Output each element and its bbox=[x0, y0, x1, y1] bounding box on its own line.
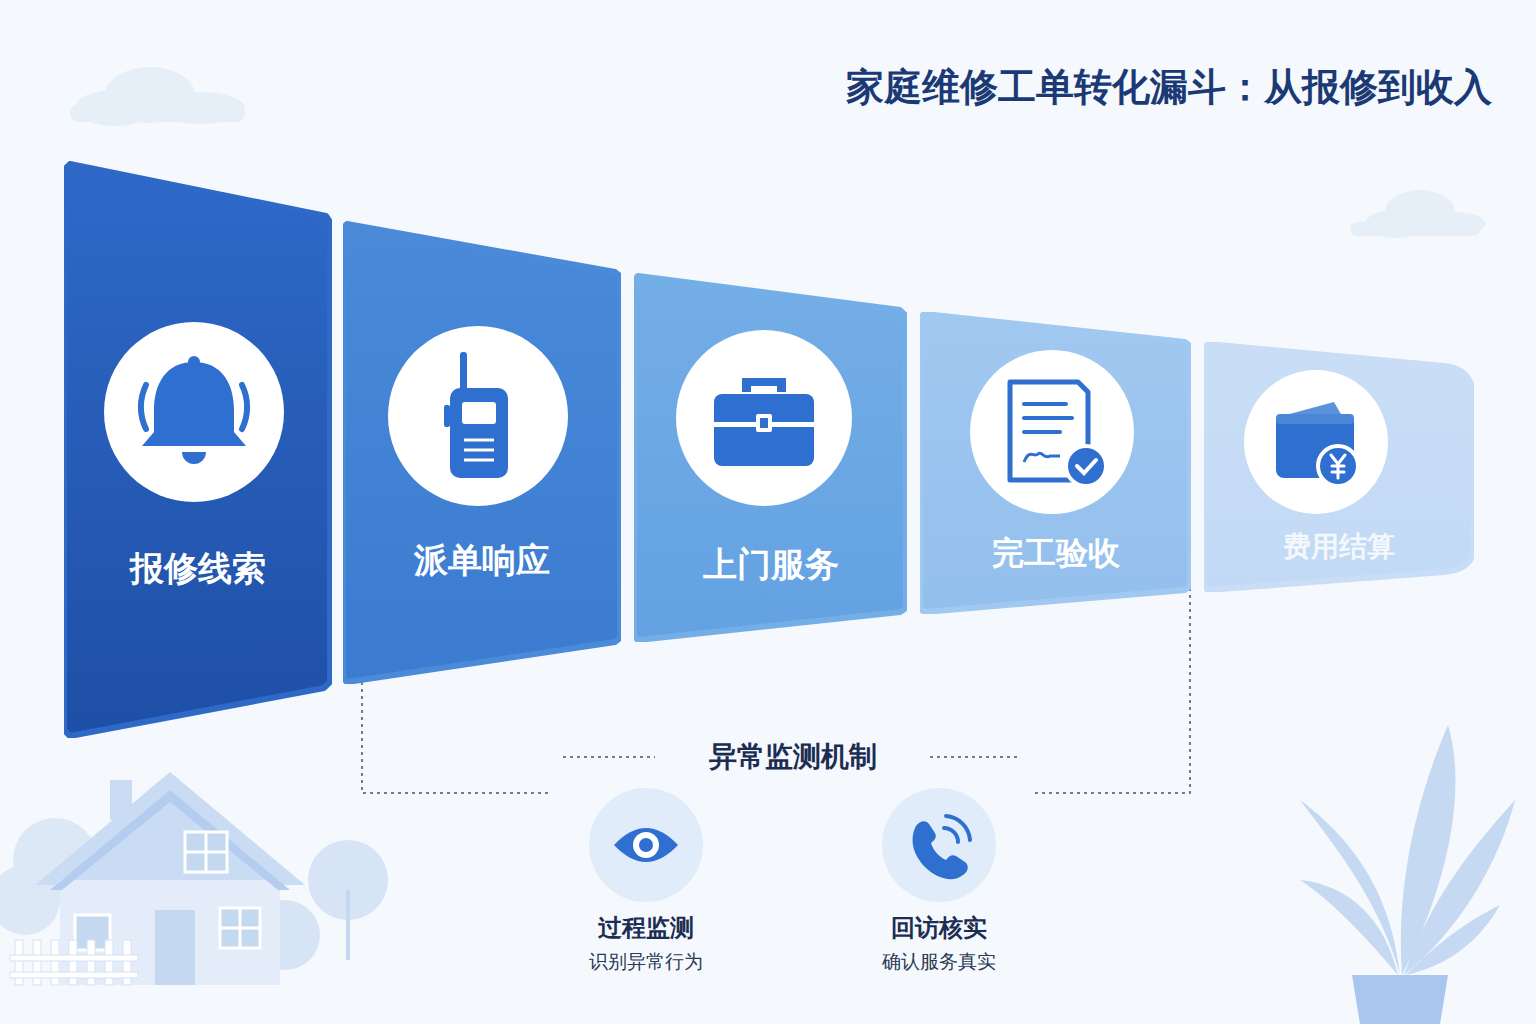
toolbox-icon bbox=[714, 378, 814, 466]
mechanism-label: 异常监测机制 bbox=[699, 740, 887, 773]
monitor-item: 回访核实确认服务真实 bbox=[859, 786, 1019, 976]
cloud bbox=[70, 67, 245, 126]
stage-label: 费用结算 bbox=[1204, 530, 1474, 564]
walkie-talkie-icon bbox=[444, 352, 508, 478]
stage-label: 完工验收 bbox=[920, 534, 1191, 572]
phone-icon bbox=[913, 816, 970, 879]
stage-label: 派单响应 bbox=[343, 540, 621, 581]
stage-label: 报修线索 bbox=[64, 548, 332, 589]
diagram-title: 家庭维修工单转化漏斗：从报修到收入 bbox=[846, 62, 1492, 113]
bell-icon bbox=[141, 356, 247, 464]
monitor-item: 过程监测识别异常行为 bbox=[566, 786, 726, 976]
item-note: 确认服务真实 bbox=[859, 950, 1019, 973]
cloud bbox=[1350, 190, 1485, 238]
item-heading: 回访核实 bbox=[859, 914, 1019, 943]
item-heading: 过程监测 bbox=[566, 914, 726, 943]
item-note: 识别异常行为 bbox=[566, 950, 726, 973]
icon-circle bbox=[882, 788, 996, 902]
stage-label: 上门服务 bbox=[634, 544, 907, 585]
plant-illustration bbox=[1300, 725, 1515, 1024]
eye-icon bbox=[614, 828, 678, 862]
document-icon bbox=[1010, 382, 1106, 486]
wallet-icon bbox=[1276, 402, 1358, 486]
house-illustration bbox=[0, 772, 388, 985]
icon-circles bbox=[104, 322, 1388, 514]
